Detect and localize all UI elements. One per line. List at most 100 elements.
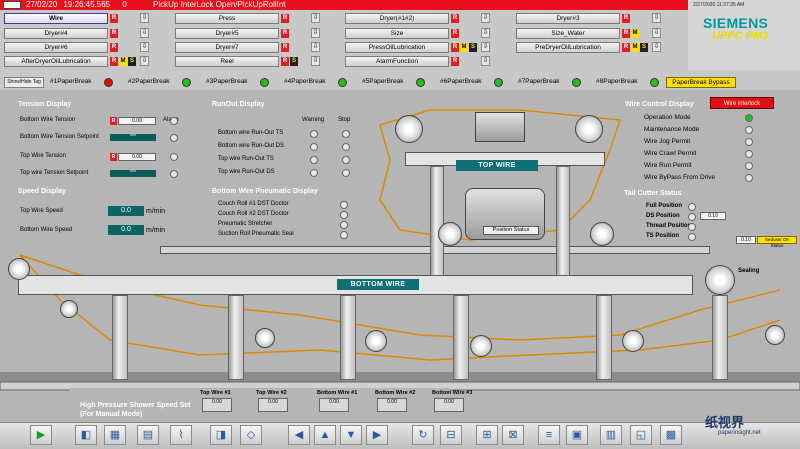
menu-size-button[interactable]: Size (345, 28, 449, 39)
tail-cutter-title: Tail Cutter Status (624, 190, 682, 197)
menu-dryer-1-2--button[interactable]: Dryer(#1#2) (345, 13, 449, 24)
wire-control-row-label: Operation Mode (644, 114, 691, 121)
toolbar-button-8[interactable]: ◀ (288, 425, 310, 445)
wire-interlock-button[interactable]: Wire interlock (710, 97, 774, 109)
menu-predryeroillubrication-button[interactable]: PreDryerOilLubrication (516, 42, 620, 53)
down-arrow-icon[interactable]: ⇩ (652, 13, 661, 23)
toolbar-button-19[interactable]: ◱ (630, 425, 652, 445)
status-tag-r: R (110, 14, 118, 23)
shower-speed-input[interactable]: 0.00 (377, 398, 407, 412)
toolbar-button-6[interactable]: ◨ (210, 425, 232, 445)
watermark-logo: 纸视界 (705, 415, 745, 430)
forming-roll (590, 222, 614, 246)
toolbar-button-10[interactable]: ▼ (340, 425, 362, 445)
top-roll-right (575, 115, 603, 143)
down-arrow-icon[interactable]: ⇩ (140, 56, 149, 66)
shower-speed-input[interactable]: 0.00 (319, 398, 349, 412)
toolbar-button-20[interactable]: ▩ (660, 425, 682, 445)
menu-dryer-5-button[interactable]: Dryer#5 (175, 28, 279, 39)
menu-wire-button[interactable]: Wire (4, 13, 108, 24)
status-tag-r: R (281, 14, 289, 23)
runout-warning-header: Warning (302, 117, 325, 123)
toolbar-button-13[interactable]: ⊟ (440, 425, 462, 445)
down-arrow-icon[interactable]: ⇩ (481, 56, 490, 66)
tension-row-label: Bottom Wire Tension Setpoint (20, 134, 99, 140)
menu-size-water-button[interactable]: Size_Water (516, 28, 620, 39)
show-hide-tag-button[interactable]: Show/Hide Tag (4, 77, 44, 88)
menu-dryer-4-button[interactable]: Dryer#4 (4, 28, 108, 39)
down-arrow-icon[interactable]: ⇩ (311, 28, 320, 38)
shower-speed-input[interactable]: 0.00 (258, 398, 288, 412)
menu-dryer-6-button[interactable]: Dryer#6 (4, 42, 108, 53)
paper-break-status-icon (572, 78, 581, 87)
toolbar-button-9[interactable]: ▲ (314, 425, 336, 445)
column-5 (596, 295, 612, 380)
menu-dryer-3-button[interactable]: Dryer#3 (516, 13, 620, 24)
toolbar-button-2[interactable]: ◧ (75, 425, 97, 445)
toolbar-button-15[interactable]: ⊠ (502, 425, 524, 445)
down-arrow-icon[interactable]: ⇩ (140, 28, 149, 38)
menu-afterdryeroillubrication-button[interactable]: AfterDryerOilLubrication (4, 56, 108, 67)
top-column-1 (430, 166, 444, 276)
tension-setpoint-input[interactable]: *** (110, 134, 156, 141)
shower-speed-input[interactable]: 0.00 (202, 398, 232, 412)
status-tag-r: R (110, 57, 118, 66)
position-status-label[interactable]: Position Status (483, 226, 539, 235)
toolbar-button-12[interactable]: ↻ (412, 425, 434, 445)
speed-row-label: Top Wire Speed (20, 208, 63, 214)
alarm-ack-button[interactable] (3, 1, 21, 9)
seduser-status-button[interactable]: Seduser Ori Status (757, 236, 797, 248)
tension-row-label: Top Wire Tension (20, 153, 66, 159)
shower-speed-input[interactable]: 0.00 (434, 398, 464, 412)
menu-reel-button[interactable]: Reel (175, 56, 279, 67)
shower-column-header: Top Wire #1 (200, 390, 231, 396)
tail-cutter-value-1: 0.10 (700, 212, 726, 220)
runout-row-label: Top wire Run-Out DS (218, 169, 275, 175)
breast-roll (8, 258, 30, 280)
runout-title: RunOut Display (212, 101, 265, 108)
tail-cutter-row-label: TS Position (646, 233, 679, 239)
down-arrow-icon[interactable]: ⇩ (652, 42, 661, 52)
column-2 (228, 295, 244, 380)
lead-roll (438, 222, 462, 246)
toolbar-button-17[interactable]: ▣ (566, 425, 588, 445)
toolbar-button-5[interactable]: ⌇ (170, 425, 192, 445)
down-arrow-icon[interactable]: ⇩ (481, 42, 490, 52)
paper-break-status-icon (416, 78, 425, 87)
alarm-bar[interactable]: 27/02/20 19:26:45.565 0 PickUp InterLock… (0, 0, 688, 10)
paper-break-bypass-button[interactable]: PaperBreak Bypass (666, 77, 736, 88)
shower-column-header: Bottom Wire #2 (375, 390, 416, 396)
brand-panel (688, 0, 800, 70)
down-arrow-icon[interactable]: ⇩ (311, 42, 320, 52)
alarm-time: 19:26:45.565 (63, 0, 111, 9)
menu-pressoillubrication-button[interactable]: PressOilLubrication (345, 42, 449, 53)
toolbar-button-16[interactable]: ≡ (538, 425, 560, 445)
down-arrow-icon[interactable]: ⇩ (481, 28, 490, 38)
down-arrow-icon[interactable]: ⇩ (140, 13, 149, 23)
tension-setpoint-input[interactable]: *** (110, 170, 156, 177)
down-arrow-icon[interactable]: ⇩ (140, 42, 149, 52)
tail-cutter-row-label: Full Position (646, 203, 682, 209)
down-arrow-icon[interactable]: ⇩ (481, 13, 490, 23)
tension-value: 0.00 (118, 117, 156, 125)
toolbar-button-3[interactable]: ▦ (104, 425, 126, 445)
toolbar-button-7[interactable]: ◇ (240, 425, 262, 445)
menu-dryer-7-button[interactable]: Dryer#7 (175, 42, 279, 53)
tension-alarm-icon (170, 153, 178, 161)
alarm-message: PickUp InterLock Open/PickUpRollInt (153, 0, 286, 9)
toolbar-button-1[interactable]: ▶ (30, 425, 52, 445)
speed-value: 0.0 (108, 206, 144, 216)
toolbar-button-11[interactable]: ▶ (366, 425, 388, 445)
down-arrow-icon[interactable]: ⇩ (652, 28, 661, 38)
down-arrow-icon[interactable]: ⇩ (311, 56, 320, 66)
down-arrow-icon[interactable]: ⇩ (311, 13, 320, 23)
column-1 (112, 295, 128, 380)
toolbar-button-18[interactable]: ▥ (600, 425, 622, 445)
menu-alarmfunction-button[interactable]: AlarmFunction (345, 56, 449, 67)
runout-warning-icon (310, 156, 318, 164)
column-3 (340, 295, 356, 380)
toolbar-button-4[interactable]: ▤ (137, 425, 159, 445)
menu-press-button[interactable]: Press (175, 13, 279, 24)
speed-unit: m/min (146, 227, 166, 234)
toolbar-button-14[interactable]: ⊞ (476, 425, 498, 445)
